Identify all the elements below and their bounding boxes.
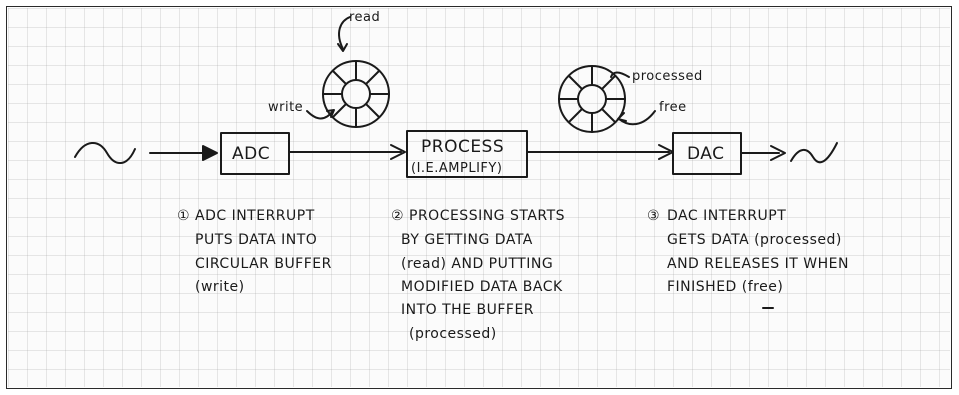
write-pointer-head [326,109,335,118]
step-3-line-4: FINISHED (free) [667,279,783,295]
read-pointer [338,16,351,50]
processed-label: processed [632,69,703,84]
adc-box [220,132,290,175]
step-3-line-2: GETS DATA (processed) [667,232,842,248]
arrow-adc-to-process-head [390,144,406,160]
step-3-marker: ③ [647,208,660,224]
step-2-marker: ② [391,208,404,224]
write-label: write [268,100,303,115]
step-1-line-3: CIRCULAR BUFFER [195,256,332,272]
step-1-marker: ① [177,208,190,224]
grid-paper [8,8,950,387]
process-label: PROCESS [421,137,504,157]
step-3-line-3: AND RELEASES IT WHEN [667,256,849,272]
step-1-line-1: ADC INTERRUPT [195,208,315,224]
arrow-from-dac-head [770,145,786,161]
dac-label: DAC [687,144,725,164]
process-sublabel: (I.E.AMPLIFY) [411,161,502,176]
step-2-line-6: (processed) [409,326,497,342]
circular-buffer-right [558,65,626,133]
step-2-line-1: PROCESSING STARTS [409,208,565,224]
output-wave [790,142,838,164]
read-pointer-head [337,43,348,52]
step-1-line-4: (write) [195,279,245,295]
input-wave [74,142,136,164]
step-2-line-5: INTO THE BUFFER [401,302,534,318]
step-2: ② PROCESSING STARTS BY GETTING DATA (rea… [391,208,565,342]
arrow-to-adc-head [202,145,218,161]
write-pointer [306,110,334,120]
adc-label: ADC [232,144,270,164]
step-2-line-3: (read) AND PUTTING [401,256,553,272]
free-pointer-head [617,112,627,122]
step-3: ③ DAC INTERRUPT GETS DATA (processed) AN… [647,208,849,309]
step-2-line-4: MODIFIED DATA BACK [401,279,563,295]
circular-buffer-left [322,60,390,128]
step-1-line-2: PUTS DATA INTO [195,232,317,248]
processed-pointer [610,71,630,78]
frame: ADC PROCESS (I.E.AMPLIFY) DAC read write [6,6,952,389]
step-3-line-1: DAC INTERRUPT [667,208,786,224]
step-2-line-2: BY GETTING DATA [401,232,533,248]
free-label: free [659,100,687,115]
process-box [406,130,528,178]
step-1: ① ADC INTERRUPT PUTS DATA INTO CIRCULAR … [177,208,332,295]
read-label: read [349,10,380,25]
buffer-flow-diagram: ADC PROCESS (I.E.AMPLIFY) DAC read write [74,10,849,342]
